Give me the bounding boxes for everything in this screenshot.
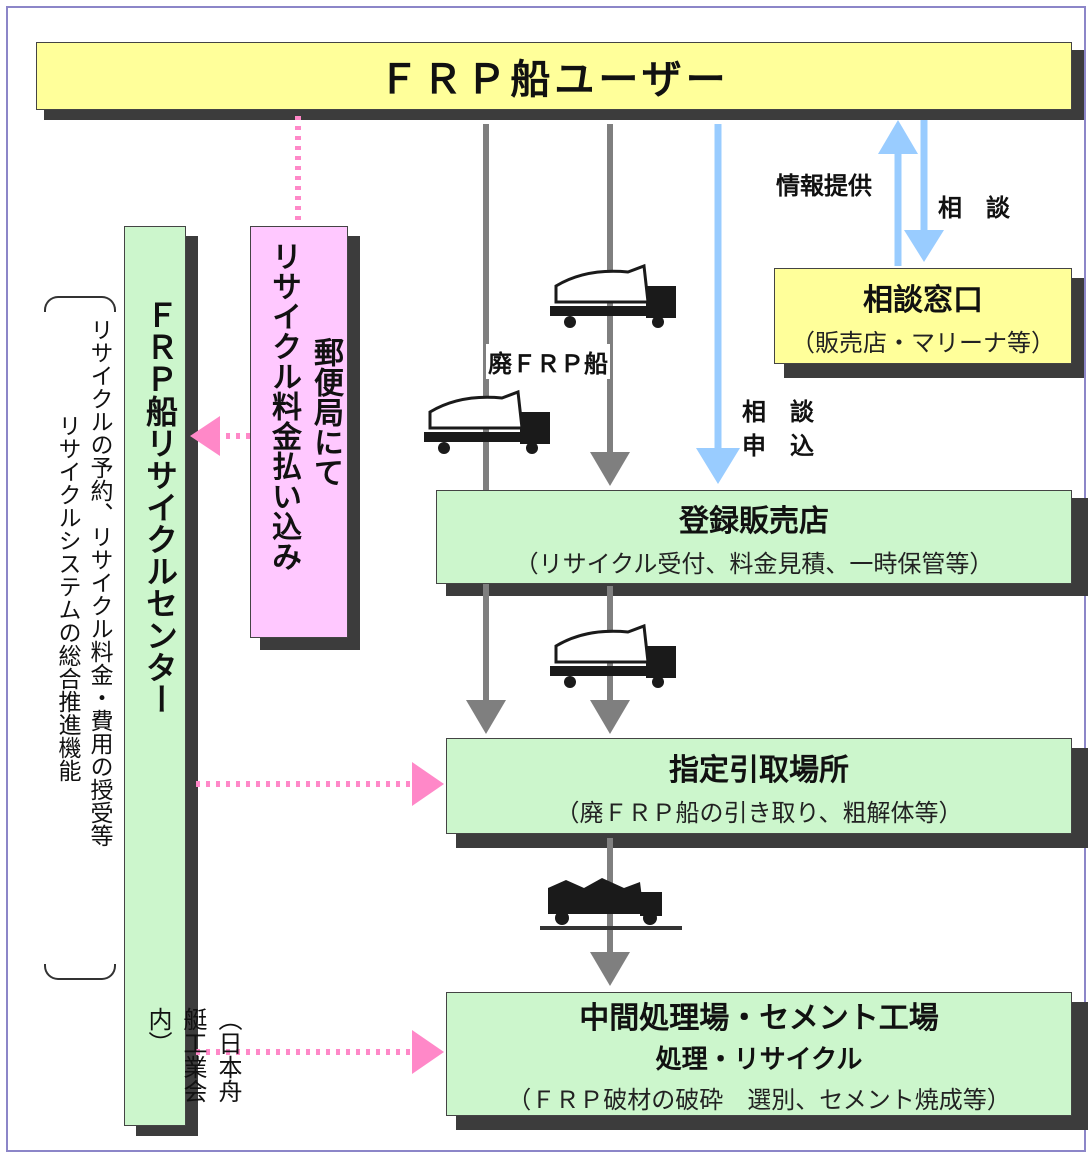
recycle-center-title: ＦＲＰ船リサイクルセンター	[141, 299, 179, 715]
flow-arrowhead-plant	[590, 952, 630, 986]
post-office-payment-line2: 郵便局にて	[308, 337, 343, 487]
consult-apply-arrowhead	[696, 448, 740, 484]
bracket-top	[44, 296, 116, 312]
designated-site-subtitle: （廃ＦＲＰ船の引き取り、粗解体等）	[555, 798, 963, 827]
processing-plant-box: 中間処理場・セメント工場 処理・リサイクル （ＦＲＰ破材の破砕 選別、セメント焼…	[446, 992, 1072, 1116]
consult-window-title: 相談窓口	[863, 282, 983, 318]
truck-with-boat-icon	[550, 263, 676, 328]
dump-truck-icon	[540, 878, 682, 930]
registered-dealer-subtitle: （リサイクル受付、料金見積、一時保管等）	[514, 549, 994, 578]
consult-arrowhead	[904, 230, 944, 262]
center-to-site-arrowhead	[412, 762, 444, 806]
center-functions-note: リサイクルの予約、リサイクル料金・費用の授受等 リサイクルシステムの総合推進機能	[40, 296, 116, 980]
processing-plant-title: 中間処理場・セメント工場	[579, 1001, 939, 1036]
truck-with-boat-icon	[550, 623, 676, 688]
recycle-center-box: ＦＲＰ船リサイクルセンター （日本舟艇工業会内）	[124, 226, 242, 1126]
consult-label: 相 談	[938, 194, 1010, 222]
truck-with-boat-icon	[424, 389, 550, 454]
waste-frp-boat-label: 廃ＦＲＰ船	[486, 344, 610, 379]
consult-apply-label-1: 相 談	[742, 398, 814, 426]
bracket-bottom	[44, 964, 116, 980]
info-provision-label: 情報提供	[776, 172, 872, 200]
flow-arrowhead-dealer	[590, 452, 630, 486]
blue-arrows	[696, 120, 944, 484]
processing-plant-subtitle: （ＦＲＰ破材の破砕 選別、セメント焼成等）	[507, 1086, 1011, 1114]
center-functions-line1: リサイクルの予約、リサイクル料金・費用の授受等	[86, 318, 112, 847]
frp-boat-user-box: ＦＲＰ船ユーザー	[36, 42, 1072, 110]
post-office-payment-line1: リサイクル料金払い込み	[266, 241, 301, 571]
flow-arrowhead-site-right	[590, 700, 630, 734]
center-to-plant-arrowhead	[412, 1030, 444, 1074]
consult-window-subtitle: （販売店・マリーナ等）	[791, 328, 1055, 357]
consult-apply-label-2: 申 込	[742, 432, 814, 460]
center-functions-line2: リサイクルシステムの総合推進機能	[54, 414, 80, 782]
registered-dealer-title: 登録販売店	[679, 503, 829, 539]
post-office-to-center-arrowhead	[190, 416, 220, 456]
processing-plant-title2: 処理・リサイクル	[655, 1045, 863, 1075]
flow-arrowhead-site-left	[466, 700, 506, 734]
info-provision-arrowhead	[878, 120, 918, 154]
pink-dotted-arrows	[190, 116, 444, 1074]
recycle-center-subtitle: （日本舟艇工業会内）	[144, 1007, 242, 1103]
registered-dealer-box: 登録販売店 （リサイクル受付、料金見積、一時保管等）	[436, 490, 1072, 584]
frp-boat-user-title: ＦＲＰ船ユーザー	[378, 57, 730, 103]
designated-site-title: 指定引取場所	[669, 752, 849, 788]
designated-site-box: 指定引取場所 （廃ＦＲＰ船の引き取り、粗解体等）	[446, 738, 1072, 834]
consult-window-box: 相談窓口 （販売店・マリーナ等）	[774, 268, 1072, 364]
gray-flow-arrows	[466, 124, 630, 986]
post-office-payment-box: リサイクル料金払い込み 郵便局にて	[250, 226, 348, 638]
